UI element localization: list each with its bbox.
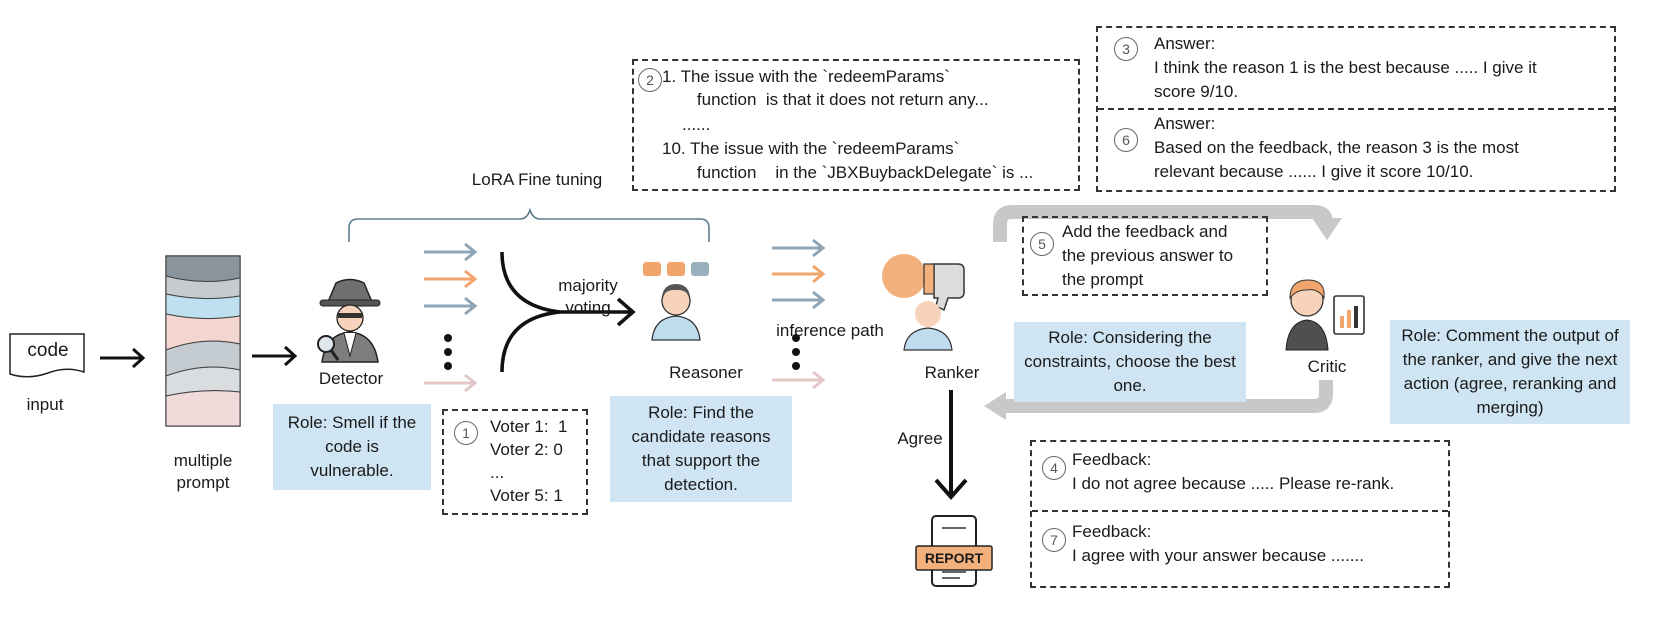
answer-line: I think the reason 1 is the best because… (1154, 58, 1537, 77)
detector-role-box: Role: Smell if the code is vulnerable. (273, 404, 431, 490)
ranker-icon (882, 254, 965, 351)
detector-label: Detector (318, 369, 384, 388)
voter-box: 1 Voter 1: 1 Voter 2: 0 ... Voter 5: 1 (442, 409, 588, 515)
arrow-agree-down (934, 390, 968, 501)
answer-line: Answer: (1154, 114, 1216, 133)
step-number: 7 (1042, 528, 1066, 552)
agree-label: Agree (897, 429, 943, 448)
loop-arrowhead-to-ranker (984, 392, 1006, 420)
step-number: 5 (1030, 232, 1054, 256)
report-label: REPORT (924, 550, 984, 566)
step-number: 1 (454, 421, 478, 445)
answer-line: relevant because ...... I give it score … (1154, 162, 1474, 181)
reason-line: ...... (682, 115, 711, 134)
majority-voting-merge (500, 251, 636, 373)
ranker-role-box: Role: Considering the constraints, choos… (1014, 322, 1246, 402)
ranker-label: Ranker (924, 363, 980, 382)
step-number: 2 (638, 68, 662, 92)
critic-role-box: Role: Comment the output of the ranker, … (1390, 320, 1630, 424)
voter-line: ... (490, 463, 505, 482)
lora-label: LoRA Fine tuning (471, 170, 603, 189)
reasoner-label: Reasoner (669, 363, 743, 382)
answer-line: Answer: (1154, 34, 1216, 53)
feedback-prompt-line: the previous answer to (1062, 246, 1234, 265)
voter-line: Voter 2: 0 (490, 440, 563, 459)
voter-arrows (424, 242, 478, 393)
reason-line: 10. The issue with the `redeemParams` (662, 139, 960, 158)
prompt-stack-icon (165, 255, 241, 427)
feedback-prompt-box: 5 Add the feedback and the previous answ… (1022, 216, 1268, 296)
code-label: code (27, 340, 69, 361)
feedback-box: 4 Feedback: I do not agree because .....… (1030, 440, 1450, 588)
report-icon (915, 515, 993, 587)
loop-arrowhead-to-critic (1312, 218, 1342, 240)
voter-line: Voter 1: 1 (490, 417, 568, 436)
feedback-prompt-line: Add the feedback and (1062, 222, 1228, 241)
candidate-reasons-box: 2 1. The issue with the `redeemParams` f… (632, 59, 1080, 191)
step-number: 4 (1042, 456, 1066, 480)
answer-line: score 9/10. (1154, 82, 1239, 101)
majority-voting-label: majority voting (558, 276, 618, 317)
answers-box: 3 Answer: I think the reason 1 is the be… (1096, 26, 1616, 192)
feedback-line: Feedback: (1072, 450, 1152, 469)
feedback-line: Feedback: (1072, 522, 1152, 541)
inference-ellipsis-dots (792, 334, 800, 370)
detector-icon (317, 278, 381, 363)
inference-path-label: inference path (776, 321, 884, 340)
multiple-prompt-label: multiple prompt (173, 451, 233, 492)
answer-line: Based on the feedback, the reason 3 is t… (1154, 138, 1519, 157)
reasoner-icon (643, 262, 709, 341)
lora-bracket (348, 207, 710, 242)
voter-ellipsis-dots (444, 334, 452, 370)
voter-line: Voter 5: 1 (490, 486, 563, 505)
arrow-prompts-to-detector (252, 345, 298, 367)
inference-arrows (772, 238, 826, 390)
reason-line: function is that it does not return any.… (678, 90, 989, 109)
input-label: input (26, 395, 64, 414)
reason-line: function in the `JBXBuybackDelegate` is … (678, 163, 1034, 182)
reasoner-role-box: Role: Find the candidate reasons that su… (610, 396, 792, 502)
critic-icon (1285, 279, 1365, 351)
feedback-line: I agree with your answer because ....... (1072, 546, 1364, 565)
arrow-input-to-prompts (100, 347, 146, 369)
critic-label: Critic (1307, 357, 1347, 376)
feedback-prompt-line: the prompt (1062, 270, 1144, 289)
code-document-shape (9, 333, 85, 378)
step-number: 3 (1114, 37, 1138, 61)
reason-line: 1. The issue with the `redeemParams` (662, 67, 950, 86)
critic-feedback-loop (993, 205, 1333, 413)
feedback-line: I do not agree because ..... Please re-r… (1072, 474, 1395, 493)
step-number: 6 (1114, 128, 1138, 152)
